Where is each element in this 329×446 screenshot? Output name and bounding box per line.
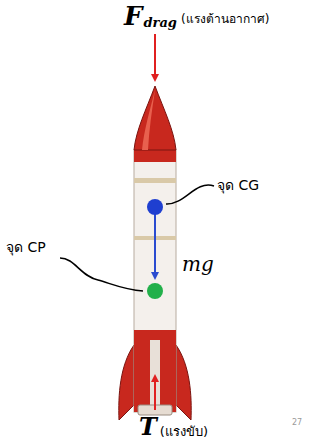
weight-symbol: mg	[182, 252, 214, 276]
page-number: 27	[292, 418, 302, 427]
right-fin	[176, 345, 191, 420]
thrust-arrow	[154, 376, 156, 410]
force-caption: (แรงขับ)	[160, 421, 208, 442]
leader-line	[60, 258, 143, 291]
centre-fin	[150, 340, 160, 410]
point-label: จุด CG	[217, 174, 259, 196]
leader-line	[166, 185, 214, 204]
cp-dot	[147, 283, 163, 299]
tail-section	[134, 330, 176, 412]
left-fin	[119, 345, 134, 420]
body-stripe	[134, 178, 176, 183]
point-label: จุด CP	[6, 236, 46, 258]
rocket-body	[134, 150, 176, 412]
cg-dot	[147, 199, 163, 215]
force-symbol: T	[139, 412, 157, 441]
force-subscript: drag	[143, 15, 176, 30]
force-caption: (แรงต้านอากาศ)	[181, 9, 269, 28]
nose-cone	[134, 86, 176, 150]
weight-arrow	[154, 207, 156, 278]
force-symbol: F	[124, 1, 142, 31]
nose-highlight	[142, 90, 155, 150]
drag-arrow	[154, 34, 156, 80]
body-band	[134, 150, 176, 162]
